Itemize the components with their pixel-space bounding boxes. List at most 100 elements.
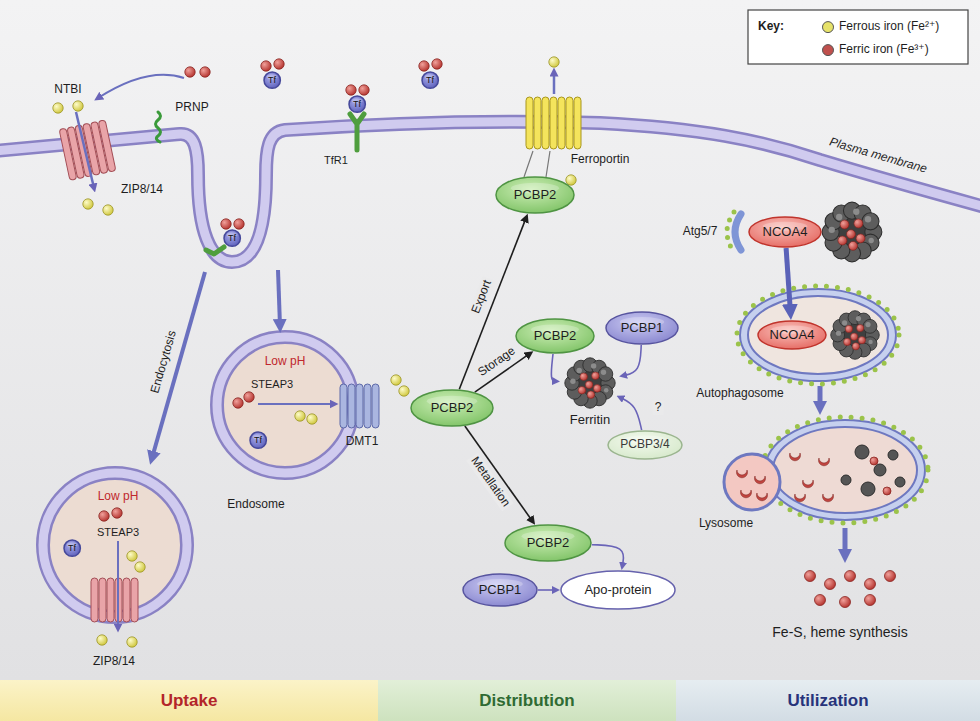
ferric-iron <box>221 219 231 229</box>
ncoa4-protein-outline <box>749 217 821 247</box>
label-holder: Plasma membrane <box>828 135 929 176</box>
apo-protein-outline <box>561 571 675 609</box>
zip-transporter <box>99 578 106 622</box>
part-label: Fe-S, heme synthesis <box>772 624 907 640</box>
label-holder: Ferroportin <box>571 153 630 167</box>
connector-arrow <box>538 589 556 591</box>
zip-transporter <box>91 578 138 622</box>
pcbp2-protein-outline <box>495 176 575 214</box>
transport-arrow <box>76 112 94 188</box>
transport-arrow <box>818 386 823 408</box>
ferritin-cage: Ferritin <box>560 356 620 410</box>
label-holder: Endosome <box>227 498 284 512</box>
autophagosome <box>740 289 896 381</box>
pcbp1-protein-outline <box>477 579 523 589</box>
node-text: PCBP3/4 <box>620 438 669 452</box>
transferrin-circle-outline <box>349 96 365 112</box>
lysosome <box>741 490 752 498</box>
transferrin-circle-outline <box>63 539 81 557</box>
pcbp34-protein-outline <box>608 431 682 459</box>
ncoa4-protein: NCOA4 <box>757 320 827 350</box>
ferritin-cage-outline <box>560 356 620 410</box>
transferrin-circle-outline <box>424 74 435 79</box>
connector-arrow <box>786 248 790 312</box>
transferrin-circle-outline <box>351 98 362 103</box>
legend-swatch <box>822 44 834 56</box>
transferrin-circle-outline <box>348 95 366 113</box>
node-text: PCBP2 <box>534 329 577 344</box>
part-label: Low pH <box>98 490 139 504</box>
autophagosome <box>748 296 888 374</box>
connector-arrow <box>465 426 533 521</box>
node-text: PCBP2 <box>527 536 570 551</box>
lysosome <box>755 476 766 484</box>
plasma-membrane <box>0 122 980 262</box>
transferrin-circle: Tf <box>263 71 281 89</box>
autolysosome <box>765 420 925 520</box>
ferric-iron <box>865 595 876 606</box>
ferric-iron <box>99 511 109 521</box>
node-text: PCBP2 <box>514 188 557 203</box>
ferric-iron <box>244 392 254 402</box>
ncoa4-protein: NCOA4 <box>748 216 822 248</box>
part-label: Atg5/7 <box>683 225 718 239</box>
edge-label-holder: Metallation <box>467 453 514 512</box>
transferrin-circle-outline <box>223 229 241 247</box>
node-text: Uptake <box>161 691 218 711</box>
ferrous-iron <box>97 635 107 645</box>
ferrous-iron <box>549 57 559 67</box>
ncoa4-protein-outline <box>748 216 822 248</box>
part-label: ZIP8/14 <box>121 183 163 197</box>
autolysosome <box>895 477 905 487</box>
autolysosome <box>823 494 834 502</box>
ferric-iron <box>359 85 369 95</box>
pcbp34-protein: PCBP3/4 <box>607 430 683 460</box>
node-text: Tf <box>268 75 276 85</box>
autolysosome <box>795 494 806 502</box>
part-label: STEAP3 <box>251 378 293 391</box>
transport-arrow <box>152 272 205 458</box>
stage-band: Uptake <box>0 680 378 721</box>
ferroportin-exporter <box>526 97 533 149</box>
autolysosome <box>874 464 886 476</box>
label-holder: ZIP8/14 <box>121 183 163 197</box>
label-holder: DMT1 <box>346 435 379 449</box>
ferrous-iron <box>391 375 401 385</box>
ferric-iron <box>200 67 210 77</box>
ferric-iron <box>112 508 122 518</box>
connector-arrow <box>475 354 530 392</box>
ferric-iron <box>274 59 284 69</box>
edge-label: ? <box>653 401 664 415</box>
autophagosome <box>737 286 899 384</box>
node-text: Ferritin <box>570 413 610 428</box>
node-text: Tf <box>68 543 76 553</box>
ferroportin-exporter <box>558 97 565 149</box>
label-holder: Low pH <box>265 355 306 369</box>
ferrous-iron <box>103 205 113 215</box>
legend-text: Ferrous iron (Fe²⁺) <box>839 20 939 34</box>
endosome <box>43 337 353 617</box>
autolysosome <box>861 482 875 496</box>
ferric-iron <box>805 571 816 582</box>
ncoa4-protein-outline <box>771 325 813 333</box>
part-label: Endocytosis <box>148 329 179 395</box>
connector-arrow <box>623 345 641 376</box>
edge-label-holder: ? <box>653 401 664 415</box>
ferroportin-exporter <box>550 97 557 149</box>
label-holder: PRNP <box>175 101 208 115</box>
transferrin-circle-outline <box>421 71 439 89</box>
pcbp2-protein: PCBP2 <box>410 389 494 427</box>
legend-swatch <box>822 21 834 33</box>
autolysosome <box>762 417 928 523</box>
ferroportin-exporter <box>542 97 549 149</box>
transport-arrow <box>278 270 280 326</box>
transferrin-circle-outline <box>64 540 80 556</box>
autolysosome <box>790 453 801 461</box>
plasma-membrane <box>0 122 980 262</box>
apo-protein-outline <box>583 577 653 588</box>
label-holder: Endocytosis <box>148 329 179 395</box>
connector-arrow <box>459 218 526 389</box>
node-text: Tf <box>254 435 262 445</box>
endosome <box>217 337 353 473</box>
